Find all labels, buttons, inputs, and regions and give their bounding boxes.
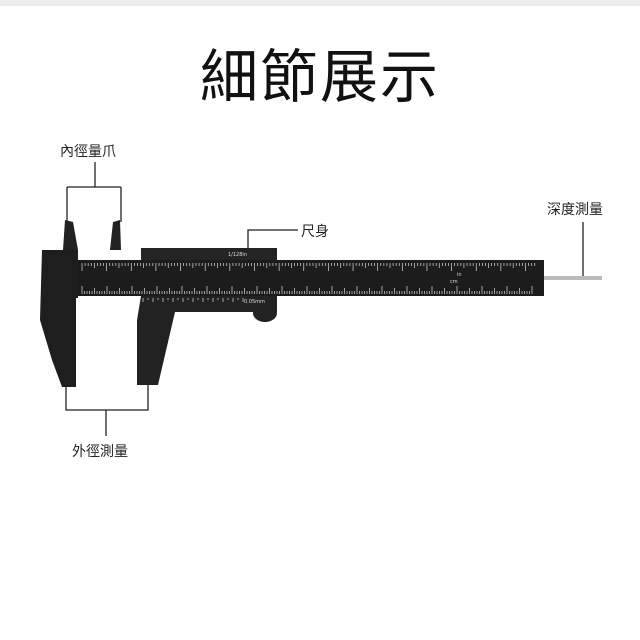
scale-ticks <box>81 263 536 302</box>
vernier-inch-label: 1/128in <box>228 252 247 258</box>
slider-inner-jaw <box>110 220 121 250</box>
outer-bracket <box>65 385 149 436</box>
top-band <box>0 0 640 6</box>
slider-top <box>141 248 277 260</box>
fixed-jaw <box>40 250 78 387</box>
label-inner-jaw: 內徑量爪 <box>60 144 116 160</box>
thumb-wheel <box>253 304 277 322</box>
label-outer: 外徑測量 <box>72 444 128 460</box>
slider-jaw <box>137 296 277 385</box>
callout-lines <box>65 162 584 436</box>
cm-unit: cm <box>450 279 458 285</box>
inner-jaw-bracket <box>66 162 122 222</box>
page-title: 細節展示 <box>199 43 440 111</box>
inch-unit: in <box>457 272 462 278</box>
main-scale-leader <box>247 229 298 252</box>
vernier-mm-label: 0.05mm <box>244 299 265 305</box>
main-beam <box>74 260 544 296</box>
label-depth: 深度測量 <box>547 202 603 218</box>
depth-rod <box>540 276 602 280</box>
fixed-inner-jaw <box>63 220 78 250</box>
label-main-scale: 尺身 <box>301 224 329 240</box>
